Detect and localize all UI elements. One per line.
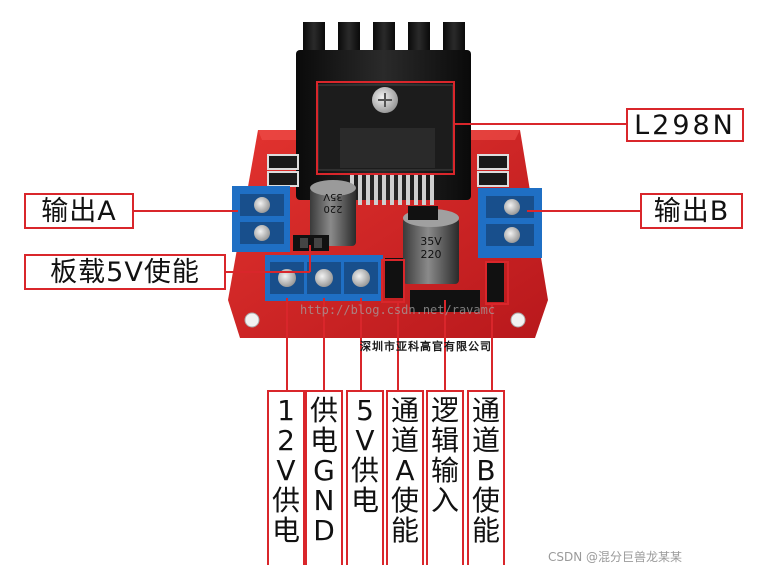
label-char: 通 [471, 394, 500, 427]
capacitor-2: 35V 220 [403, 209, 459, 284]
mounting-hole [244, 312, 260, 328]
label-char: 电 [309, 424, 338, 457]
label-char: G [313, 454, 335, 487]
label-char: N [313, 484, 335, 517]
label-char: 电 [271, 514, 300, 547]
label-char: 通 [390, 394, 419, 427]
company-name: 深圳市亚科高官有限公司 [360, 340, 492, 353]
label-char: 电 [350, 484, 379, 517]
terminal-output-a [232, 186, 290, 252]
label-output-b: 输出B [640, 193, 743, 229]
label-char: 能 [471, 514, 500, 547]
label-char: 道 [471, 424, 500, 457]
label-logic-input: 逻辑输入 [426, 390, 464, 565]
mounting-hole [510, 312, 526, 328]
label-char: B [476, 454, 496, 487]
label-char: 逻 [430, 394, 459, 427]
label-char: 2 [277, 424, 295, 457]
heatsink [296, 22, 471, 200]
label-chip: L298N [626, 108, 744, 142]
l298n-chip [340, 128, 435, 168]
label-char: 供 [350, 454, 379, 487]
label-char: V [276, 454, 296, 487]
label-char: 供 [271, 484, 300, 517]
label-onboard-5v: 板载5V使能 [24, 254, 226, 290]
capacitor-1: 220 35V [310, 180, 356, 246]
label-char: 供 [309, 394, 338, 427]
jumper-5v-enable [293, 235, 329, 251]
leader-lines [133, 81, 641, 390]
cap-value-2: 220 [421, 248, 442, 261]
label-char: V [355, 424, 375, 457]
footer-watermark: CSDN @混分巨兽龙某某 [548, 550, 683, 564]
label-char: 1 [277, 394, 295, 427]
terminal-output-b [478, 188, 542, 258]
label-char: 5 [356, 394, 374, 427]
label-char: 使 [390, 484, 419, 517]
label-char: 能 [390, 514, 419, 547]
terminal-power [265, 255, 383, 301]
label-char: 使 [471, 484, 500, 517]
cap-voltage-2: 35V [420, 235, 442, 248]
label-char: 入 [430, 484, 459, 517]
cap-voltage-1: 35V [323, 191, 343, 202]
smd-components [267, 154, 509, 187]
label-char: 道 [390, 424, 419, 457]
label-char: A [395, 454, 415, 487]
label-output-a: 输出A [24, 193, 134, 229]
label-char: 辑 [430, 424, 459, 457]
label-char: D [313, 514, 335, 547]
label-char: 输 [430, 454, 459, 487]
cap-value-1: 220 [323, 203, 342, 214]
watermark-url: http://blog.csdn.net/ravamc [300, 303, 496, 317]
regulator [408, 206, 438, 220]
